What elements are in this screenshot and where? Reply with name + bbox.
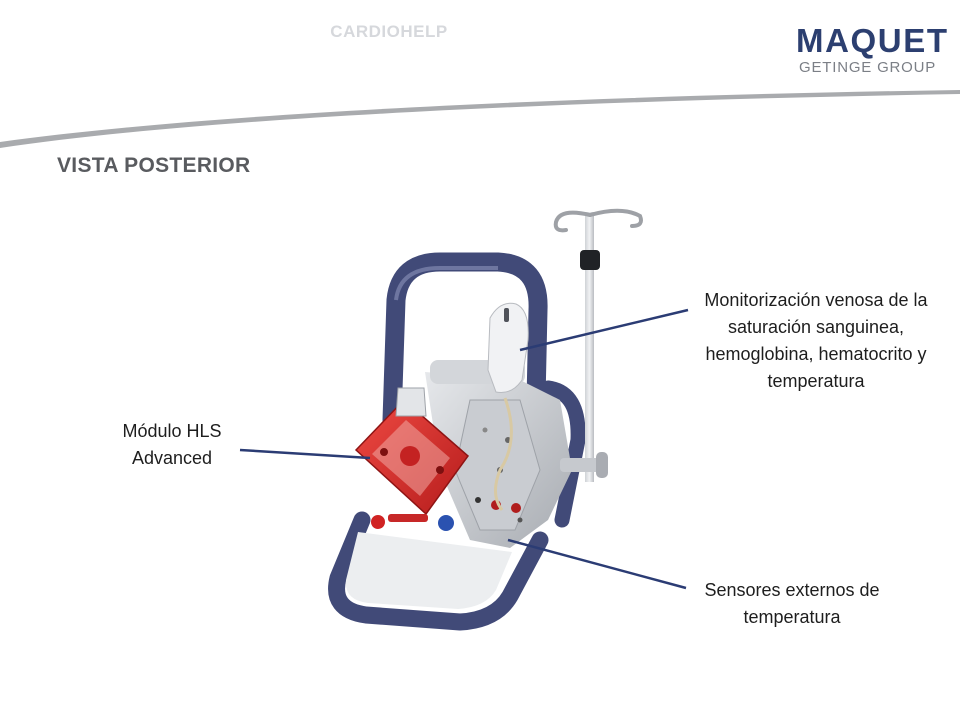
base-frame (328, 380, 586, 631)
iv-pole (553, 208, 643, 482)
header-title: CARDIOHELP (330, 22, 448, 41)
maquet-logo: MAQUET GETINGE GROUP (796, 22, 949, 77)
header-swoosh (0, 90, 960, 148)
callout-hls-module: Módulo HLS Advanced (122, 421, 222, 468)
hls-module (354, 387, 470, 531)
callout-venous-monitoring: Monitorización venosa de la saturación s… (704, 290, 928, 391)
logo-subtitle: GETINGE GROUP (799, 59, 937, 76)
venous-sensor-clip (487, 302, 529, 393)
leader-line-hls (239, 448, 371, 460)
section-title: VISTA POSTERIOR (57, 154, 251, 177)
callout-external-sensors: Sensores externos de temperatura (704, 580, 880, 627)
logo-brand: MAQUET (796, 22, 949, 59)
leader-line-sensors (507, 538, 687, 590)
carry-handle (382, 252, 548, 430)
leader-line-venous (519, 308, 689, 352)
